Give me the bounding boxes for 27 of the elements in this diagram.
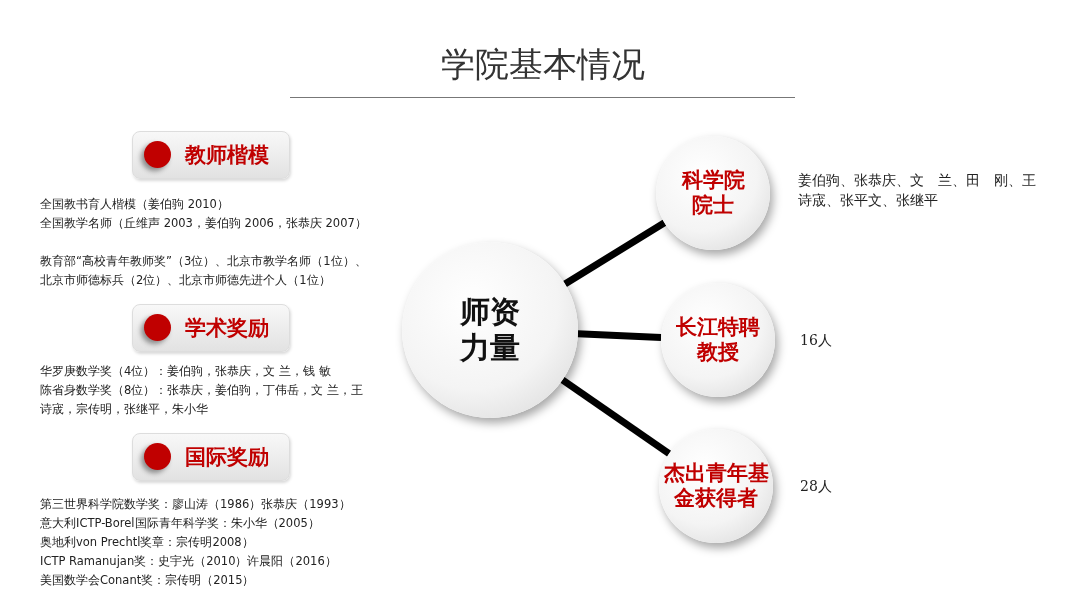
note-text: 28人 bbox=[800, 477, 833, 496]
heading-box bbox=[132, 304, 290, 352]
note-text: 陈省身数学奖（8位）：张恭庆，姜伯驹，丁伟岳，文 兰，王诗宬，宗传明，张继平，朱小华 bbox=[40, 382, 364, 418]
note-text: ICTP Ramanujan奖：史宇光（2010）许晨阳（2016） bbox=[40, 553, 338, 570]
heading-text: 国际奖励 bbox=[185, 444, 269, 471]
heading-box bbox=[132, 433, 290, 481]
heading-text: 学术奖励 bbox=[185, 315, 269, 342]
note-text: 美国数学会Conant奖：宗传明（2015） bbox=[40, 572, 256, 589]
heading-box bbox=[132, 131, 290, 179]
note-text: 华罗庚数学奖（4位）：姜伯驹，张恭庆，文 兰，钱 敏 bbox=[40, 363, 332, 380]
note-text: 奥地利von Prechtl奖章：宗传明2008） bbox=[40, 534, 255, 551]
note-text: 意大利ICTP-Borel国际青年科学奖：朱小华（2005） bbox=[40, 515, 321, 532]
node-label: 杰出青年基金获得者 bbox=[662, 460, 770, 512]
note-text: 全国教书育人楷模（姜伯驹 2010） bbox=[40, 196, 230, 213]
title: 学院基本情况 bbox=[439, 43, 646, 86]
note-text: 第三世界科学院数学奖：廖山涛（1986）张恭庆（1993） bbox=[40, 496, 352, 513]
node-label: 长江特聘教授 bbox=[675, 314, 761, 366]
note-text: 姜伯驹、张恭庆、文 兰、田 刚、王诗宬、张平文、张继平 bbox=[798, 171, 1037, 210]
node-label: 科学院院士 bbox=[680, 167, 746, 219]
connector-line bbox=[560, 377, 672, 457]
note-text: 教育部“高校青年教师奖”（3位）、北京市教学名师（1位）、北京市师德标兵（2位）、北京市师德先进个人（1位） bbox=[40, 253, 368, 289]
connector-line bbox=[577, 330, 662, 341]
note-text: 16人 bbox=[800, 331, 833, 350]
note-text: 全国教学名师（丘维声 2003，姜伯驹 2006，张恭庆 2007） bbox=[40, 215, 368, 232]
node-label: 师资力量 bbox=[459, 294, 521, 366]
heading-text: 教师楷模 bbox=[185, 142, 269, 169]
connector-line bbox=[563, 219, 667, 287]
